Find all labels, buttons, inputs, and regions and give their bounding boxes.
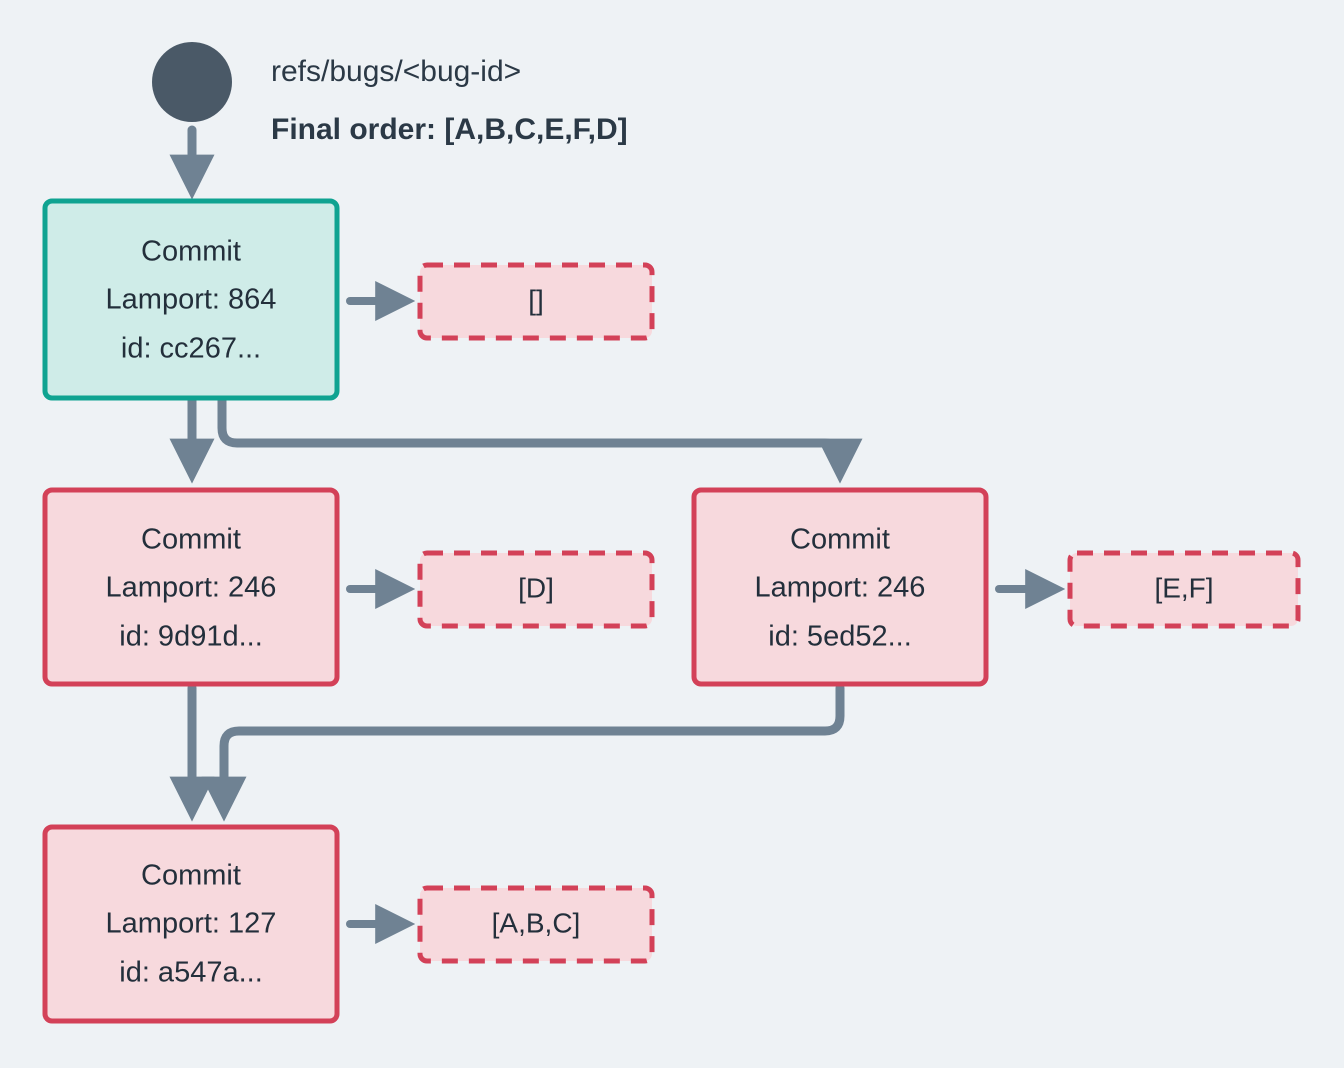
commit-node-cc267-box <box>42 198 340 401</box>
commit-node-9d91d-box <box>42 487 340 687</box>
operations-node-abc[interactable]: [A,B,C] <box>417 885 655 964</box>
edge-5ed52-to-a547a <box>201 683 845 822</box>
commit-node-5ed52-box <box>691 487 989 687</box>
commit-node-a547a-hash: id: a547a... <box>119 957 263 989</box>
operations-node-ef-label: [E,F] <box>1154 572 1213 603</box>
ref-root-node <box>152 42 232 122</box>
commit-node-a547a-title: Commit <box>141 860 241 892</box>
commit-node-9d91d-lamport: Lamport: 246 <box>106 572 277 604</box>
operations-node-d[interactable]: [D] <box>417 550 655 629</box>
commit-node-cc267-hash: id: cc267... <box>121 333 261 365</box>
commit-node-9d91d[interactable]: Commit Lamport: 246 id: 9d91d... <box>42 487 340 687</box>
operations-node-abc-box <box>417 885 655 964</box>
operations-node-abc-label: [A,B,C] <box>492 907 581 938</box>
commit-node-a547a-lamport: Lamport: 127 <box>106 908 277 940</box>
edge-cc267-to-5ed52 <box>217 395 863 484</box>
commit-node-9d91d-hash: id: 9d91d... <box>119 621 263 653</box>
commit-node-a547a-box <box>42 824 340 1024</box>
operations-node-ef-box <box>1067 550 1301 629</box>
commit-node-5ed52-title: Commit <box>790 524 890 556</box>
operations-node-empty[interactable]: [] <box>417 262 655 341</box>
commit-node-cc267-title: Commit <box>141 236 241 268</box>
commit-node-9d91d-title: Commit <box>141 524 241 556</box>
operations-node-empty-label: [] <box>528 284 544 315</box>
operations-node-empty-box <box>417 262 655 341</box>
operations-node-ef[interactable]: [E,F] <box>1067 550 1301 629</box>
commit-node-a547a[interactable]: Commit Lamport: 127 id: a547a... <box>42 824 340 1024</box>
commit-node-cc267[interactable]: Commit Lamport: 864 id: cc267... <box>42 198 340 401</box>
commit-node-5ed52[interactable]: Commit Lamport: 246 id: 5ed52... <box>691 487 989 687</box>
commit-node-5ed52-hash: id: 5ed52... <box>768 621 912 653</box>
commit-node-5ed52-lamport: Lamport: 246 <box>755 572 926 604</box>
operations-node-d-label: [D] <box>518 572 554 603</box>
ref-path-label: refs/bugs/<bug-id> <box>271 55 521 88</box>
commit-node-cc267-lamport: Lamport: 864 <box>106 284 277 316</box>
final-order-label: Final order: [A,B,C,E,F,D] <box>271 113 628 146</box>
operations-node-d-box <box>417 550 655 629</box>
